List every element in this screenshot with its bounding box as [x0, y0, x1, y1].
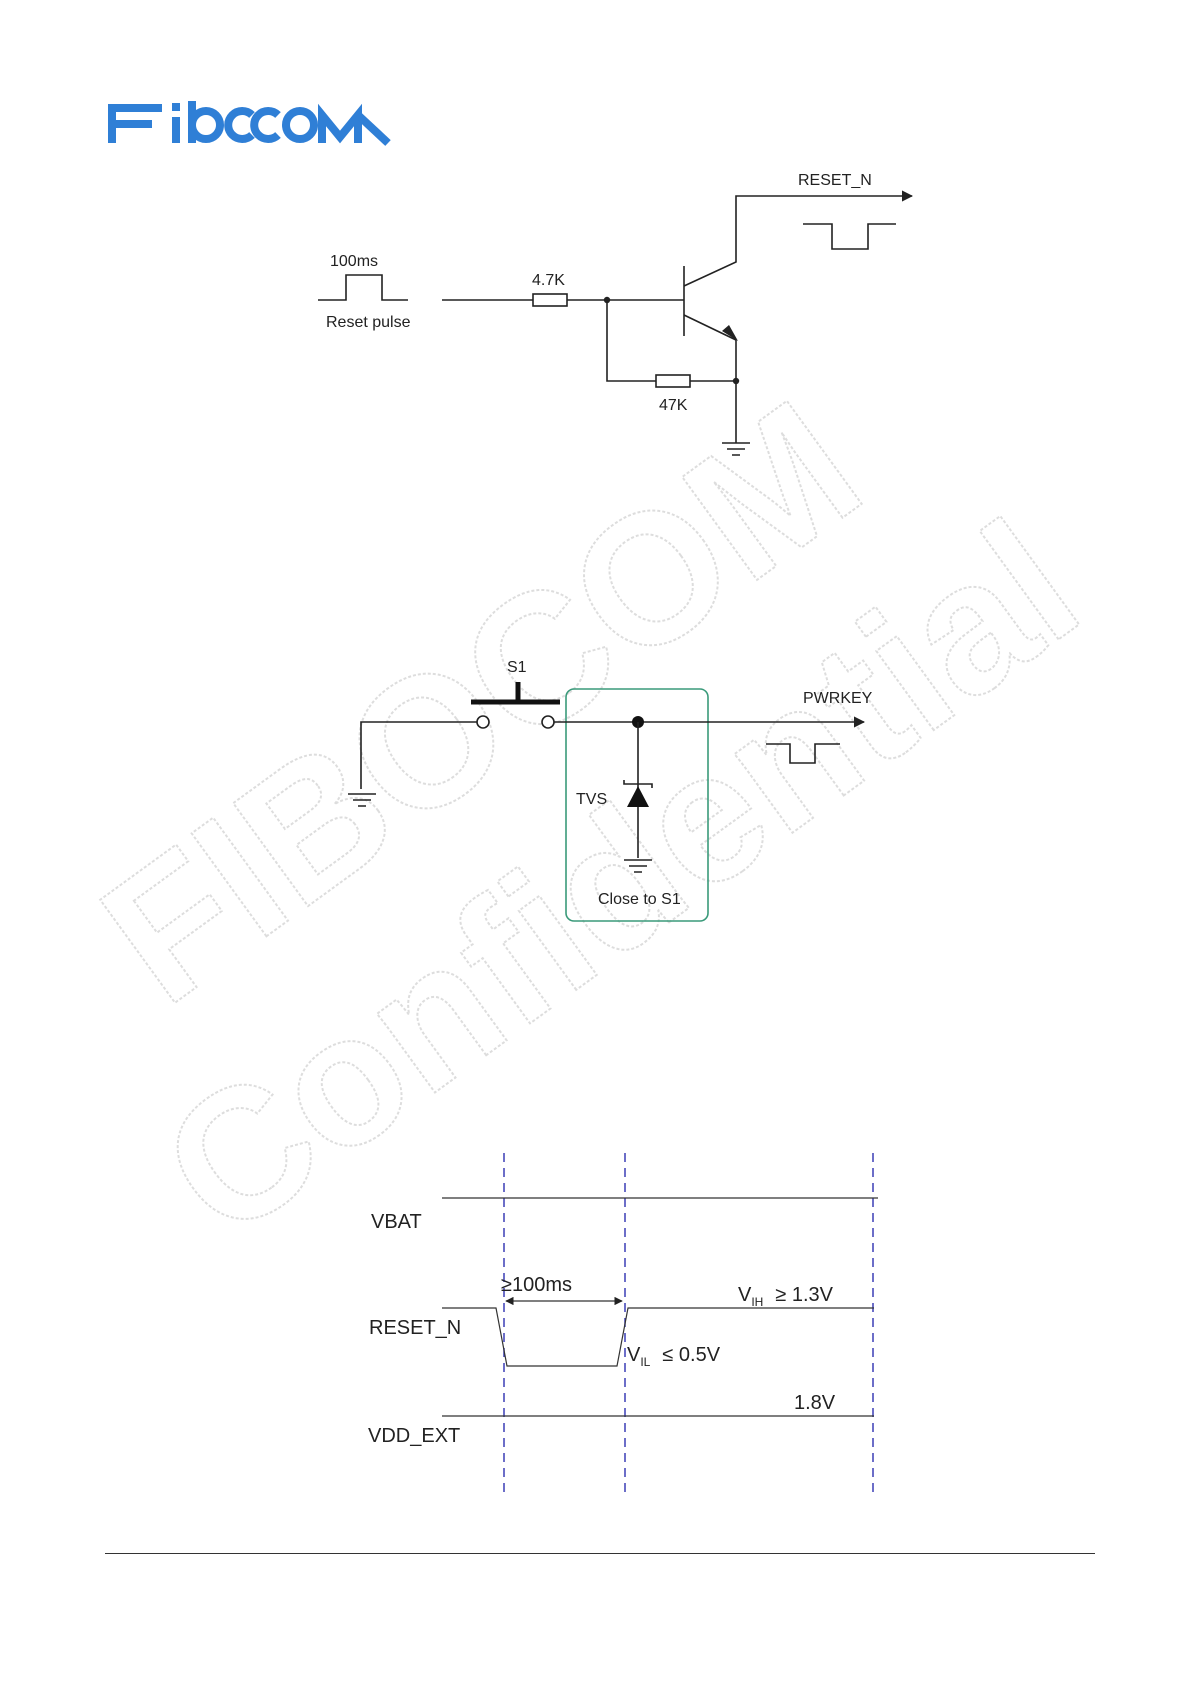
switch-label: S1: [507, 659, 527, 676]
pulldown-resistor-label: 47K: [659, 397, 688, 414]
vil-label: VIL ≤ 0.5V: [627, 1344, 721, 1369]
vdd-value-label: 1.8V: [794, 1392, 836, 1414]
timing-reset-label: RESET_N: [369, 1317, 461, 1339]
base-resistor: [533, 294, 567, 306]
reset-circuit: 100ms Reset pulse 4.7K 47K RESET_N: [318, 172, 912, 455]
vil-sub: IL: [640, 1355, 650, 1369]
transistor-collector: [684, 196, 912, 286]
vil-main: V: [627, 1344, 641, 1366]
pwrkey-label: PWRKEY: [803, 690, 873, 707]
vih-label: VIH ≥ 1.3V: [738, 1284, 834, 1309]
footer-rule: [105, 1553, 1095, 1554]
pulldown-wire: [607, 300, 736, 381]
vih-value: ≥ 1.3V: [775, 1284, 833, 1306]
duration-label: ≥100ms: [501, 1274, 572, 1296]
reset-trace: [442, 1308, 874, 1366]
vbat-label: VBAT: [371, 1211, 422, 1233]
vih-sub: IH: [751, 1295, 763, 1309]
reset-pulse-label: Reset pulse: [326, 314, 411, 331]
tvs-label: TVS: [576, 791, 607, 808]
reset-pulse-symbol: [318, 275, 408, 300]
emitter-arrow: [722, 325, 738, 341]
watermark: FIBOCOM Confidential: [67, 362, 1113, 1277]
reset-output-waveform: [803, 224, 896, 249]
pulldown-resistor: [656, 375, 690, 387]
switch-contact-left: [477, 716, 489, 728]
reset-output-label: RESET_N: [798, 172, 872, 189]
base-resistor-label: 4.7K: [532, 272, 565, 289]
vdd-label: VDD_EXT: [368, 1425, 460, 1447]
tvs-note-label: Close to S1: [598, 891, 681, 908]
vil-value: ≤ 0.5V: [662, 1344, 720, 1366]
vih-main: V: [738, 1284, 752, 1306]
switch-contact-right: [542, 716, 554, 728]
fibocom-logo: [112, 101, 388, 143]
timing-diagram: VBAT RESET_N ≥100ms VIH≥ 1.3V VIL≤ 0.5V …: [368, 1153, 878, 1492]
pulse-width-label: 100ms: [330, 253, 378, 270]
